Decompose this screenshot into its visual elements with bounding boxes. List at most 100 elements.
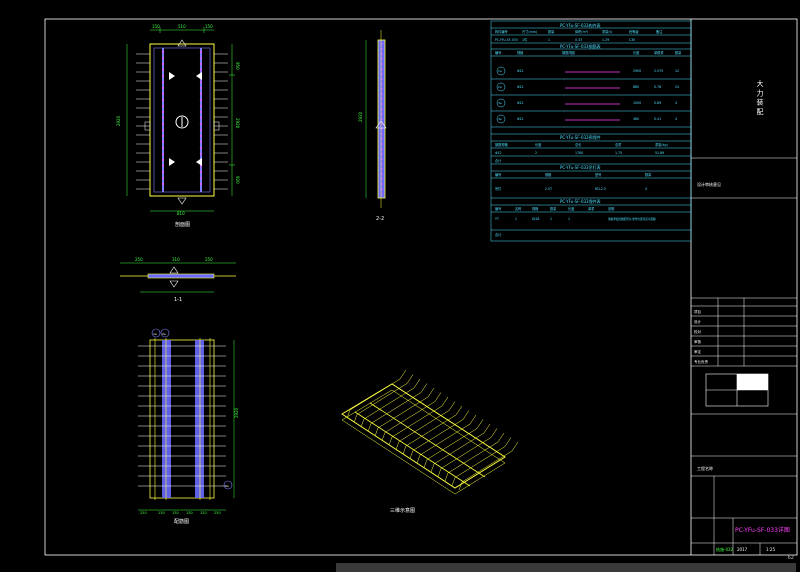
plan-view: 150 510 150 2920 950 2920 920 810 剖面图 <box>116 24 240 228</box>
table-header-cell: 长度 <box>568 206 575 211</box>
table-header-cell: 数量 <box>548 29 555 34</box>
table-header-cell: 名称 <box>515 206 522 211</box>
rebar-dot <box>161 62 165 66</box>
table-header-cell: 构件编号 <box>495 29 508 34</box>
rebar-id-bubble <box>496 98 506 108</box>
rebar-dot <box>161 146 165 150</box>
panel-outline <box>149 43 215 197</box>
table-cell: 12 <box>675 69 679 73</box>
table-cell: 24 <box>675 85 679 89</box>
rebar-bar <box>402 445 407 455</box>
rebar-bar <box>483 423 491 434</box>
table-cell: DJ18 <box>532 217 539 221</box>
table-cell: Φ12 <box>517 117 524 121</box>
table-header-cell: 说明 <box>608 206 614 211</box>
rebar-bar <box>427 387 435 398</box>
rebar-bar <box>461 450 513 483</box>
table-header-cell: 体积(m³) <box>575 29 588 34</box>
table-header-cell: 编号 <box>495 206 501 211</box>
table-cell: 2900 <box>633 69 641 73</box>
table-cell: 吊钉 <box>495 186 502 191</box>
table-header-cell: 规格 <box>545 172 552 177</box>
section-arrow-icon <box>169 266 179 274</box>
rebar-dot <box>199 140 203 144</box>
section-2-2-caption: 2-2 <box>376 216 384 222</box>
table-cell: YT <box>495 217 499 221</box>
table-header-cell: 编号 <box>495 50 501 55</box>
rebar-id: 2a <box>498 85 502 89</box>
dim-right-1: 950 <box>235 62 240 70</box>
table-header-cell: 重量(kg) <box>655 142 668 147</box>
rebar-dot <box>161 152 165 156</box>
table-header-cell: 备注 <box>656 29 663 34</box>
table-cell: 合计 <box>495 232 502 237</box>
sheet-value: 2017 <box>737 547 748 552</box>
rebar-dot <box>161 176 165 180</box>
table-header-cell: 尺寸(mm) <box>522 29 537 34</box>
svg-text:3a: 3a <box>225 484 229 488</box>
rebar-dot <box>199 104 203 108</box>
rebar-dot <box>161 122 165 126</box>
table-cell: 460 <box>633 117 639 121</box>
rebar-bar <box>416 454 421 464</box>
svg-text:130: 130 <box>172 511 179 515</box>
rebar-dots <box>161 50 203 186</box>
rebar-bar <box>377 396 429 429</box>
table-header-cell: 砼等级 <box>629 29 639 34</box>
rebar-dot <box>161 164 165 168</box>
rebar-dot <box>161 86 165 90</box>
rebar-bar <box>388 436 393 446</box>
rebar-bar <box>426 428 478 460</box>
dim-right-2: 2920 <box>235 118 240 129</box>
table-header-cell: 单重 <box>588 206 595 211</box>
table-header-cell: 总长 <box>575 142 582 147</box>
table-header-cell: 规格 <box>517 50 524 55</box>
table-cell: 1780 <box>575 151 583 155</box>
rebar-dot <box>199 92 203 96</box>
rebar-bar <box>354 411 471 487</box>
rebar-bars <box>346 369 519 491</box>
lift-table-grid <box>491 170 691 199</box>
rebar-bar <box>430 463 435 473</box>
weight-table-title: PC-YFu-SF-033预埋件 <box>560 134 601 140</box>
title-field-label: 审核 <box>694 339 702 344</box>
rebar-dot <box>199 110 203 114</box>
table-cell: Φ12 <box>495 151 502 155</box>
table-cell: Φ12 <box>517 69 524 73</box>
svg-text:1a: 1a <box>153 332 157 336</box>
table-cell: 0.41 <box>654 117 661 121</box>
rebar-dot <box>199 182 203 186</box>
rebar-bar <box>419 423 471 456</box>
rebar-bar <box>476 419 484 429</box>
rebar-dot <box>161 128 165 132</box>
rebar-dot <box>161 68 165 72</box>
table-cell: 880 <box>633 85 639 89</box>
rebar-id-bubble <box>496 66 506 76</box>
svg-text:130: 130 <box>186 511 193 515</box>
rebar-bar <box>458 481 463 491</box>
table-cell: 1000 <box>633 101 641 105</box>
rebar-bar <box>406 374 414 384</box>
rebar-dot <box>161 56 165 60</box>
rebar-dot <box>161 182 165 186</box>
drain-hole-icon <box>175 115 189 129</box>
rebar-bar <box>504 437 512 447</box>
rebar-id: 3a <box>498 101 502 105</box>
rebar-bar <box>349 378 401 411</box>
rebar-id: 4a <box>498 117 502 121</box>
section-arrow-icon <box>375 120 387 129</box>
lift-point-icon <box>196 158 202 166</box>
svg-text:130: 130 <box>158 511 165 515</box>
rebar-bar <box>433 432 485 465</box>
table-header-cell: 数量 <box>550 206 557 211</box>
table-cell: 0.78 <box>654 85 661 89</box>
dim-top-1: 150 <box>152 24 160 29</box>
rebar-bar <box>440 437 492 469</box>
table-cell: 51.89 <box>655 151 664 155</box>
table-header-cell: 长度 <box>535 142 542 147</box>
section-arrow-icon <box>177 197 187 205</box>
rebar-bar <box>367 423 372 432</box>
rebar-dim-right: 2920 <box>234 407 239 418</box>
rebar-bar <box>399 369 407 380</box>
